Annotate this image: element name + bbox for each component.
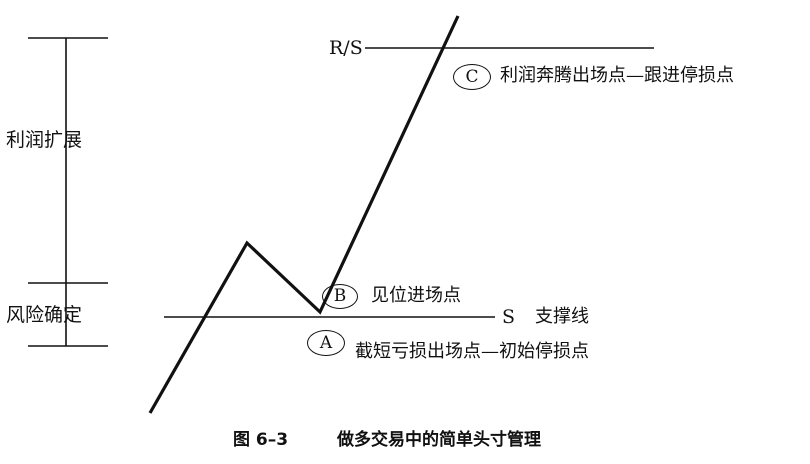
marker-c-letter: C: [465, 66, 479, 87]
marker-c-text: 利润奔腾出场点—跟进停损点: [500, 65, 734, 86]
marker-c-circle: C: [453, 64, 491, 90]
price-path: [148, 15, 460, 414]
marker-b-circle: B: [322, 284, 358, 309]
marker-a-letter: A: [319, 332, 333, 353]
marker-a-text: 截短亏损出场点—初始停损点: [355, 341, 589, 362]
marker-b-text: 见位进场点: [371, 285, 461, 306]
marker-a-circle: A: [307, 330, 345, 356]
figure-title: 做多交易中的简单头寸管理: [337, 430, 541, 450]
risk-fixed-label: 风险确定: [6, 304, 83, 326]
support-line-name: 支撑线: [535, 306, 589, 327]
support-label: S: [502, 306, 516, 328]
marker-b-letter: B: [333, 286, 347, 306]
profit-expansion-label: 利润扩展: [6, 129, 83, 151]
resistance-support-label: R/S: [329, 37, 363, 59]
figure-number: 图 6–3: [233, 430, 289, 450]
